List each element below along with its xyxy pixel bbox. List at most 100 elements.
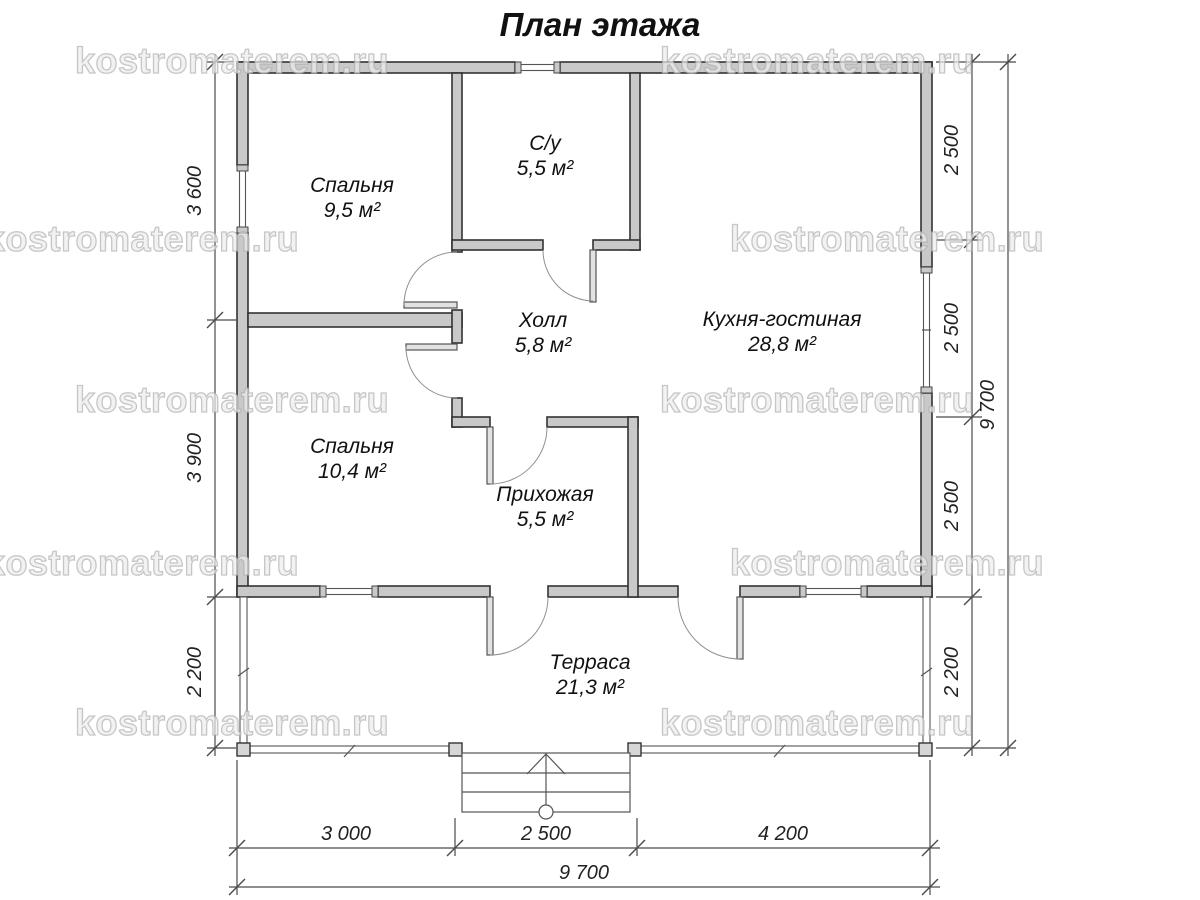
wall-segment	[236, 585, 321, 598]
window-glass	[325, 587, 373, 596]
dimension-chain-right: 2 500 2 500 2 500 2 200 9 700	[936, 53, 1017, 757]
door-swing-arc	[489, 596, 549, 656]
window-cap	[920, 386, 933, 394]
terrace-post	[448, 742, 463, 757]
wall-segment	[866, 585, 933, 598]
door-swing-arc	[489, 426, 548, 485]
dimension-value: 2 500	[520, 823, 571, 845]
stairs-arrow-icon	[545, 753, 566, 775]
dimension-tick	[963, 739, 981, 757]
window-bottom-bedroom2	[319, 585, 379, 598]
wall-segment	[627, 416, 639, 598]
door-bedroom2	[405, 343, 458, 399]
dimension-tick	[963, 408, 981, 426]
room-name-entry: Прихожая	[496, 483, 593, 506]
wall-segment	[559, 61, 933, 74]
window-left-bedroom	[236, 164, 249, 234]
glazing-tick	[237, 667, 250, 677]
dimension-value: 2 500	[941, 303, 963, 354]
room-name-kitchen-living: Кухня-гостиная	[703, 308, 862, 331]
dimension-value: 3 600	[184, 166, 206, 216]
window-cap	[860, 585, 868, 598]
door-leaf	[405, 343, 458, 351]
room-name-bedroom1: Спальня	[310, 174, 394, 197]
glazing-tick	[773, 744, 786, 758]
wall-segment	[236, 61, 516, 74]
glazing-tick	[920, 667, 933, 677]
wall-segment	[247, 312, 463, 328]
dimension-chain-bottom: 3 000 2 500 4 200 9 700	[228, 760, 940, 896]
window-glass	[520, 63, 555, 72]
dimension-value: 2 500	[941, 125, 963, 176]
wall-segment	[547, 585, 679, 598]
door-leaf	[403, 301, 458, 309]
room-area-kitchen-living: 28,8 м²	[747, 333, 817, 356]
dimension-tick	[921, 878, 939, 896]
terrace-post	[918, 742, 933, 757]
dimension-total-value: 9 700	[977, 380, 999, 430]
dimension-tick	[999, 53, 1017, 71]
window-cap	[236, 226, 249, 234]
wall-segment	[629, 72, 641, 251]
dimension-value: 2 200	[941, 647, 963, 698]
door-swing-arc	[403, 251, 458, 306]
dimension-tick	[963, 53, 981, 71]
dimension-total-value: 9 700	[559, 862, 609, 884]
door-bathroom	[542, 249, 597, 303]
wall-segment	[739, 585, 801, 598]
door-bedroom1	[403, 251, 458, 309]
terrace-glazing-bottom-left	[249, 745, 450, 754]
dimension-tick	[628, 839, 646, 857]
dimension-tick	[228, 878, 246, 896]
wall-segment	[236, 232, 249, 598]
dimension-value: 4 200	[758, 823, 808, 845]
wall-segment	[920, 61, 933, 268]
window-cap	[236, 164, 249, 172]
dimension-value: 3 900	[184, 433, 206, 483]
entrance-stairs	[461, 752, 631, 820]
door-terrace-right	[677, 596, 744, 660]
dimension-tick	[999, 739, 1017, 757]
dimension-chain-left: 3 600 3 900 2 200	[184, 53, 236, 757]
door-entry	[486, 426, 548, 485]
wall-segment	[451, 239, 544, 251]
dimension-tick	[446, 839, 464, 857]
dimension-tick	[206, 588, 224, 606]
window-cap	[920, 266, 933, 274]
terrace-post	[236, 742, 251, 757]
door-terrace-left	[486, 596, 549, 656]
room-area-bedroom2: 10,4 м²	[318, 460, 387, 483]
dimension-value: 2 500	[941, 481, 963, 532]
window-cap	[319, 585, 327, 598]
exterior-walls	[236, 61, 933, 598]
window-glass	[238, 170, 247, 228]
door-leaf	[736, 596, 744, 660]
window-cap	[799, 585, 807, 598]
window-cap	[553, 61, 561, 74]
wall-segment	[592, 239, 641, 251]
wall-segment	[451, 72, 463, 253]
room-area-hall: 5,8 м²	[515, 334, 572, 357]
terrace-structure	[236, 596, 933, 758]
glazing-tick	[343, 744, 356, 758]
door-swing-arc	[405, 346, 458, 399]
room-area-bathroom: 5,5 м²	[517, 157, 574, 180]
dimension-tick	[228, 839, 246, 857]
wall-segment	[920, 392, 933, 598]
door-swing-arc	[677, 596, 741, 660]
dimension-value: 3 000	[321, 823, 371, 845]
window-cap	[514, 61, 522, 74]
terrace-glazing-bottom-right	[640, 745, 920, 754]
stairs-start-marker	[538, 804, 554, 820]
room-name-hall: Холл	[518, 309, 568, 332]
window-top	[514, 61, 561, 74]
room-labels: Спальня 9,5 м² С/у 5,5 м² Кухня-гостиная…	[310, 132, 861, 699]
wall-segment	[451, 416, 491, 428]
room-name-terrace: Терраса	[549, 651, 630, 674]
dimension-tick	[206, 739, 224, 757]
door-swing-arc	[542, 249, 594, 302]
dimension-tick	[963, 588, 981, 606]
window-right-kitchen	[920, 266, 933, 394]
